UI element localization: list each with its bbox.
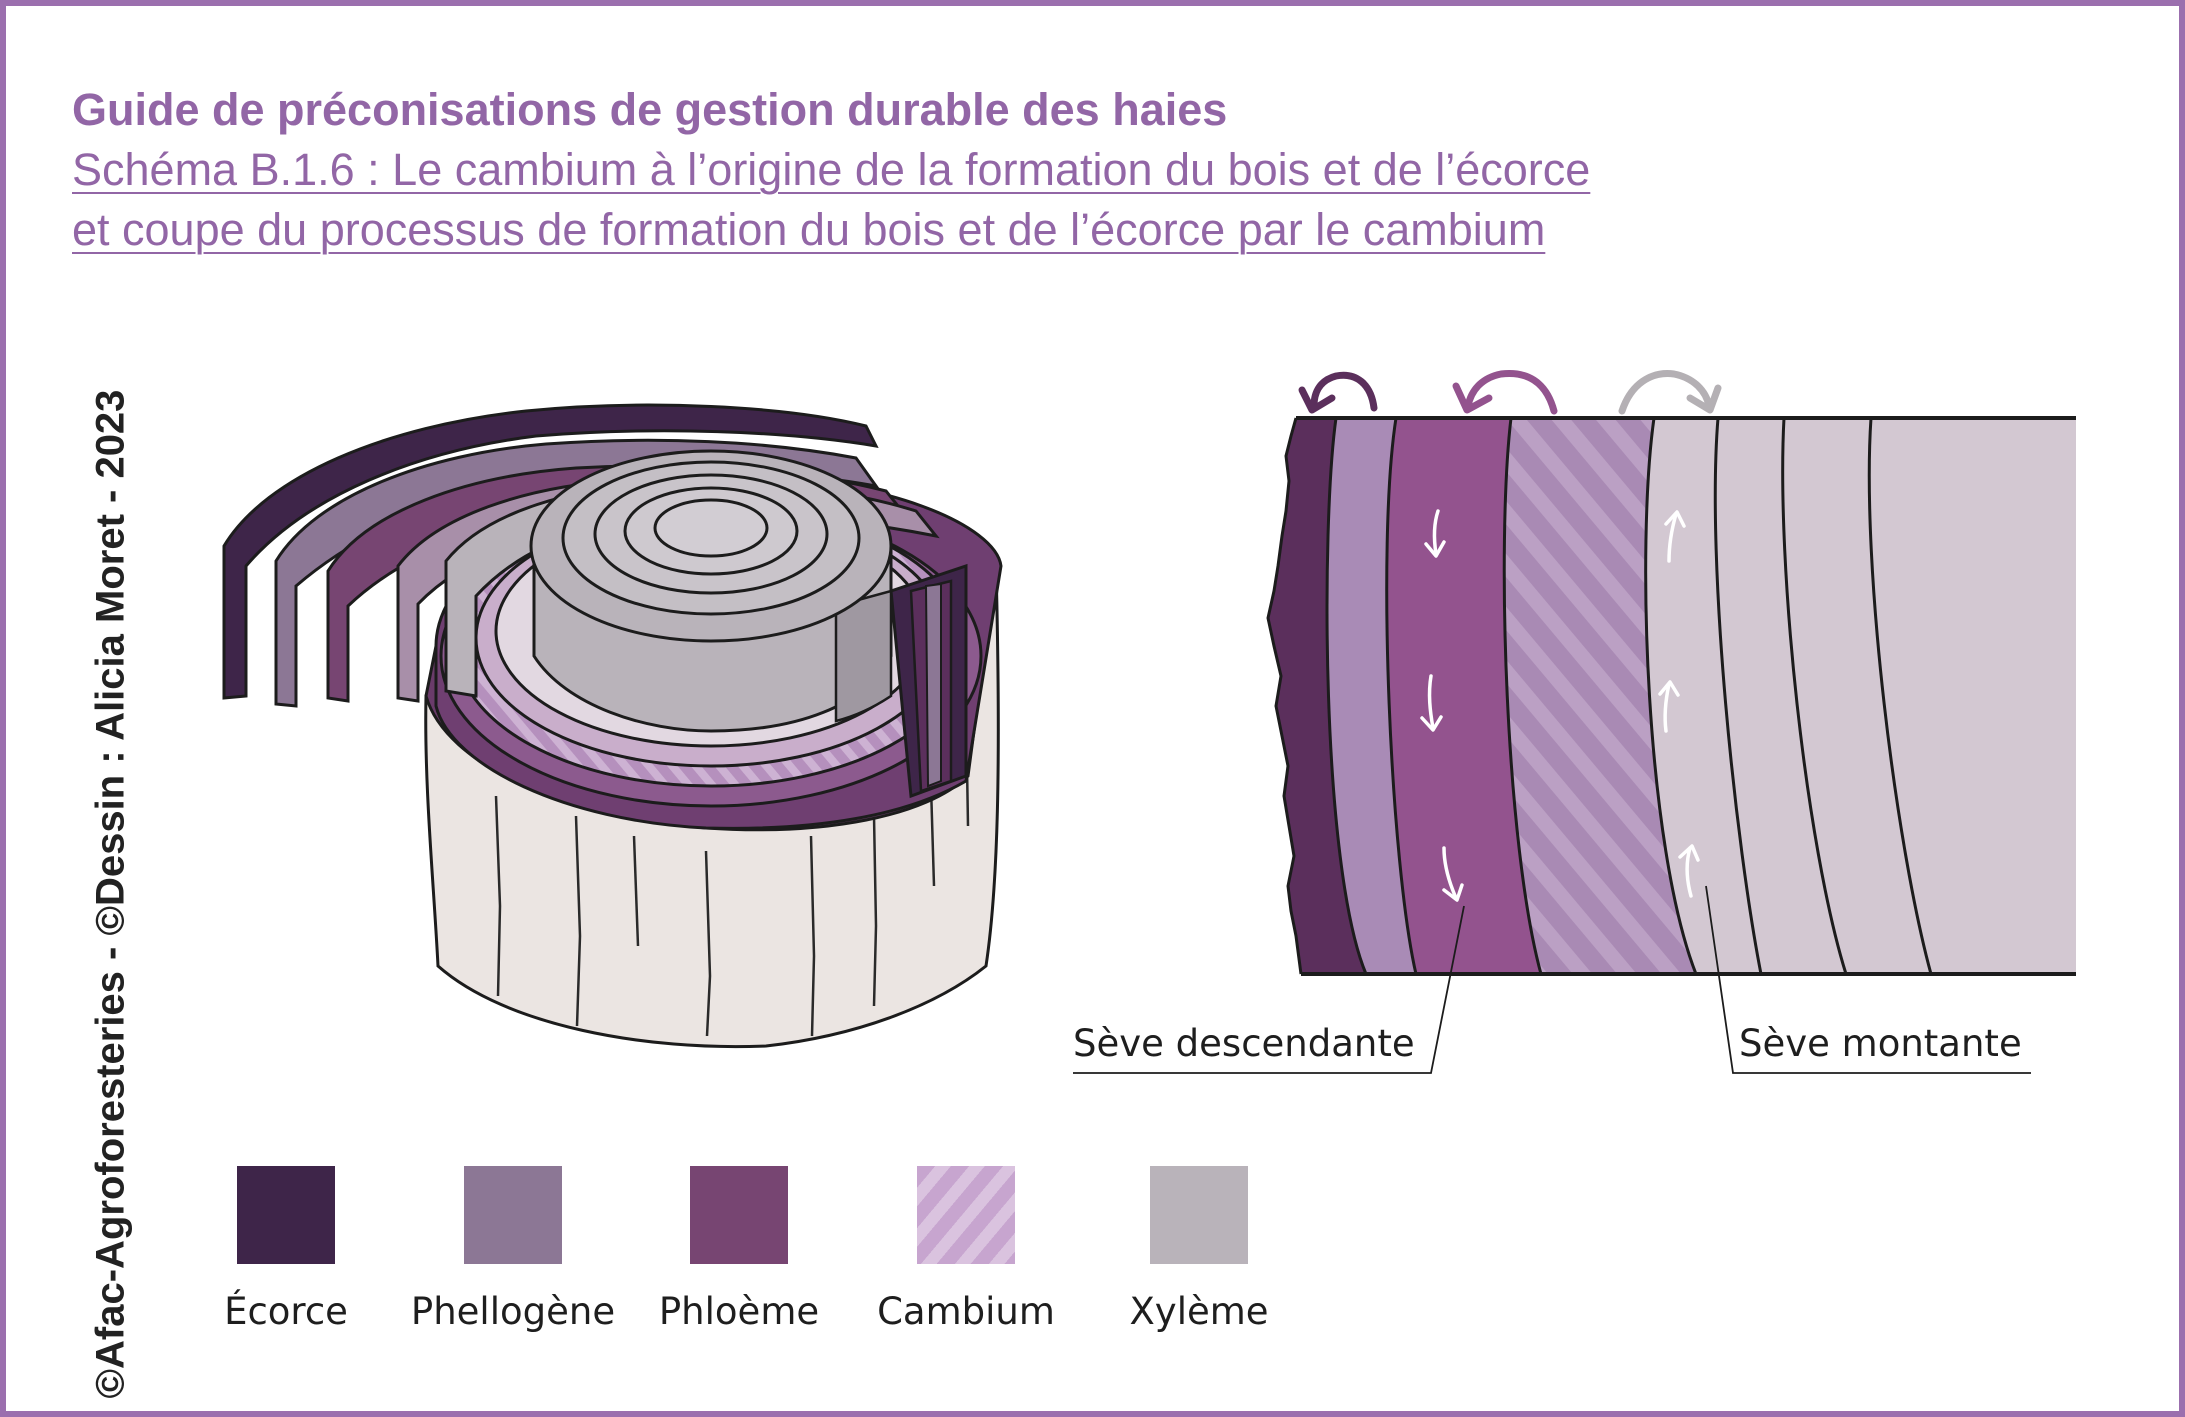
arrow-outward-bark (1298, 371, 1378, 414)
legend-item-ecorce: Écorce (176, 1166, 396, 1333)
legend-swatch-xyleme (1150, 1166, 1248, 1264)
legend-swatch-cambium (917, 1166, 1015, 1264)
leader-line-descendante (1073, 905, 1465, 1074)
section-cambium (1504, 418, 1696, 974)
cross-section (1073, 369, 2076, 1074)
legend-swatch-phloeme (690, 1166, 788, 1264)
sap-arrows (1420, 509, 1700, 902)
trunk-grain-lines (494, 705, 970, 1037)
descending-sap-arrow (1420, 674, 1443, 732)
unrolled-bark (222, 403, 879, 700)
legend-item-phloeme: Phloème (629, 1166, 849, 1333)
legend-label: Phellogène (410, 1290, 616, 1333)
legend-label: Phloème (658, 1290, 820, 1333)
legend-label: Xylème (1129, 1290, 1269, 1333)
section-phellogen (1327, 418, 1416, 974)
section-phloem (1386, 418, 1541, 974)
page-title: Guide de préconisations de gestion durab… (72, 84, 1228, 135)
ascending-sap-arrow (1678, 844, 1700, 898)
cut-face-layers (889, 563, 968, 799)
legend-item-phellogene: Phellogène (403, 1166, 623, 1333)
figure-caption-line-2: et coupe du processus de formation du bo… (72, 204, 1546, 255)
growth-direction-arrows (1298, 369, 1722, 415)
arrow-outward-phloem (1452, 369, 1558, 415)
legend-item-cambium: Cambium (856, 1166, 1076, 1333)
label-seve-montante: Sève montante (1739, 1022, 2022, 1065)
legend-swatch-ecorce (237, 1166, 335, 1264)
descending-sap-arrow (1442, 846, 1464, 902)
ascending-sap-arrow (1658, 680, 1680, 733)
section-bark-edge (1266, 417, 1303, 975)
legend-label: Écorce (224, 1290, 348, 1333)
descending-sap-arrow (1424, 509, 1446, 558)
leader-line-montante (1705, 885, 2031, 1074)
xylem-cylinder-shade (834, 589, 893, 723)
section-boundaries (1325, 418, 1933, 974)
section-outline (1296, 416, 2076, 976)
stump-illustration (222, 403, 1003, 1049)
legend-swatch-phellogene (464, 1166, 562, 1264)
legend-item-xyleme: Xylème (1089, 1166, 1309, 1333)
growth-rings-top (529, 449, 893, 643)
figure-caption-line-1: Schéma B.1.6 : Le cambium à l’origine de… (72, 144, 1591, 195)
ascending-sap-arrow (1664, 510, 1686, 563)
label-seve-descendante: Sève descendante (1073, 1022, 1415, 1065)
diagram-canvas (222, 369, 2076, 1074)
legend-label: Cambium (877, 1290, 1055, 1333)
arrow-inward-xylem (1618, 370, 1722, 415)
